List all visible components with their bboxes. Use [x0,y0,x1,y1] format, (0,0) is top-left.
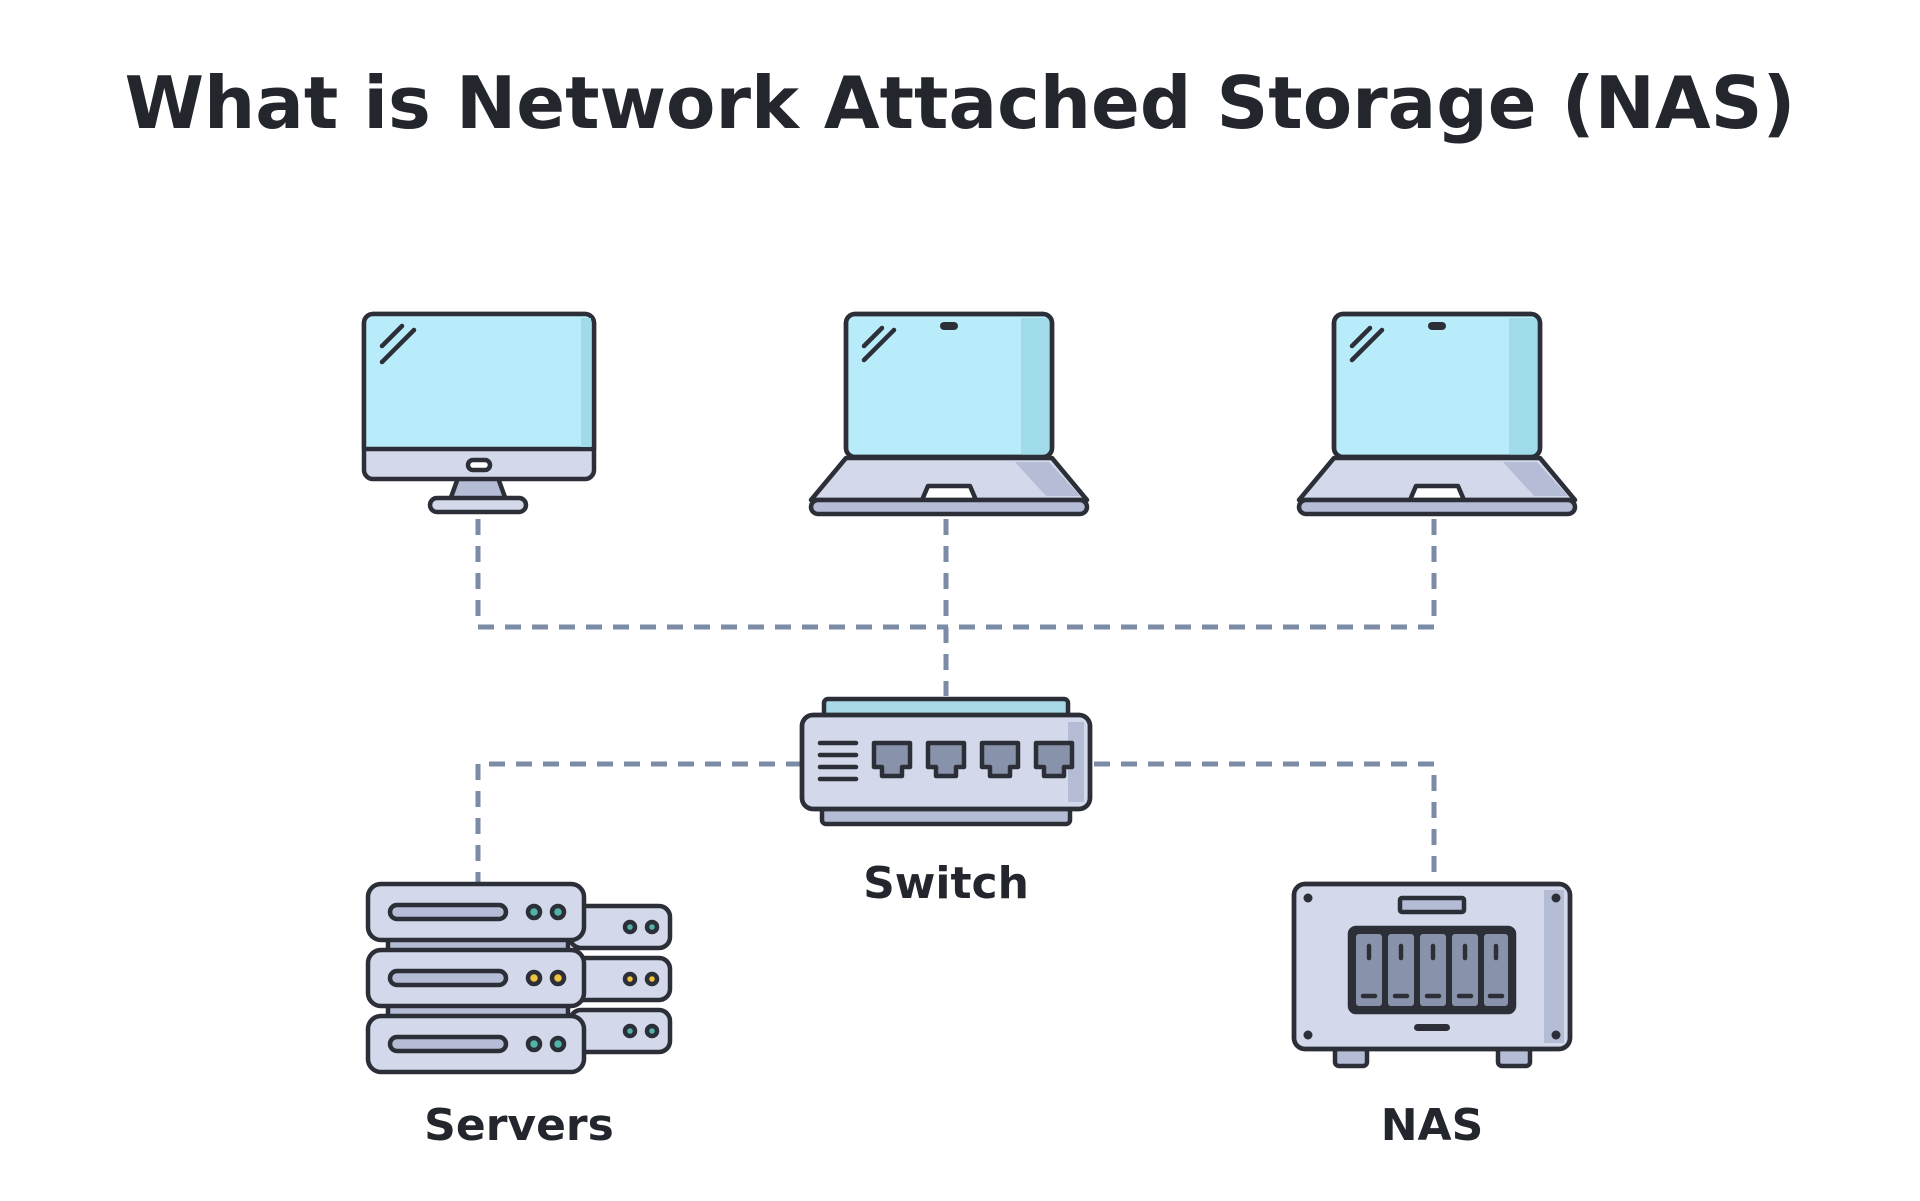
server-rack-icon [365,881,673,1075]
edge-laptop-right-switch [946,519,1437,630]
diagram-title: What is Network Attached Storage (NAS) [125,61,1796,145]
nas-storage-icon [1291,881,1573,1069]
switch-ports [871,740,1075,779]
laptop-center-icon [808,311,1090,517]
edge-switch-servers [475,761,802,884]
desktop-monitor-icon [361,311,597,515]
nas-label: NAS [1381,1100,1484,1151]
nas-drive-bays [1356,934,1508,1006]
servers-label: Servers [424,1100,614,1151]
edge-switch-nas [1094,761,1437,884]
connector-lines [475,519,1437,884]
switch-label: Switch [863,858,1029,909]
network-switch-icon [799,696,1093,827]
edge-desktop-switch [475,519,946,630]
laptop-right-icon [1296,311,1578,517]
